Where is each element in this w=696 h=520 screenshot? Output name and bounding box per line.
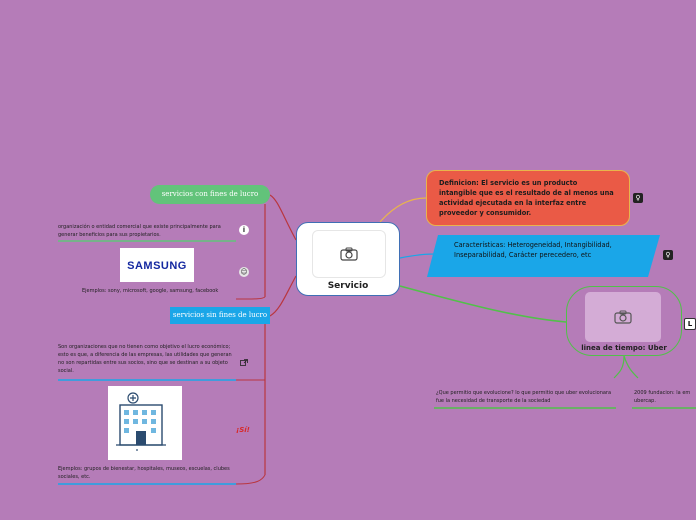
globe-icon[interactable]: ☺ [239, 267, 249, 277]
lucro-definition: organización o entidad comercial que exi… [58, 224, 221, 238]
central-label: Servicio [327, 281, 369, 291]
idea-icon[interactable]: ♀ [633, 193, 643, 203]
fundacion-line-1: 2009 fundacion: la em [634, 390, 691, 396]
lucro-examples: Ejemplos: sony, microsoft, google, samsu… [82, 288, 219, 294]
topic-servicios-con-lucro[interactable]: servicios con fines de lucro [150, 185, 270, 204]
linea-image-placeholder [585, 292, 661, 342]
info-icon[interactable]: i [239, 225, 249, 235]
topic-caracteristicas-shape[interactable] [426, 234, 662, 278]
sin-lucro-definition: Son organizaciones que no tienen como ob… [58, 344, 232, 374]
central-image-placeholder [312, 230, 386, 278]
camera-icon [614, 310, 632, 324]
fundacion-line-2: ubercap. [634, 398, 656, 404]
topic-linea-de-tiempo[interactable]: linea de tiempo: Uber [566, 286, 682, 356]
linea-sub-evolucion: ¿Que permitio que evolucione? lo que per… [436, 390, 612, 404]
linea-label: linea de tiempo: Uber [581, 344, 667, 352]
idea-icon[interactable]: ♀ [663, 250, 673, 260]
camera-icon [340, 247, 358, 261]
linea-sub-fundacion: 2009 fundacion: la em ubercap. [634, 389, 696, 405]
hospital-image [108, 386, 182, 460]
exclaim-text: ¡Sí! [236, 426, 250, 434]
central-node-servicio[interactable]: Servicio [296, 222, 400, 296]
timeline-icon[interactable]: L [684, 318, 696, 330]
topic-servicios-sin-lucro[interactable]: servicios sin fines de lucro [170, 307, 270, 324]
topic-caracteristicas: Características: Heterogeneidad, Intangi… [454, 241, 612, 259]
topic-definicion[interactable]: Definicion: El servicio es un producto i… [426, 170, 630, 226]
svg-text:SAMSUNG: SAMSUNG [127, 260, 187, 272]
samsung-logo: SAMSUNG [120, 248, 194, 282]
sin-lucro-examples: Ejemplos: grupos de bienestar, hospitale… [58, 466, 230, 480]
external-link-icon[interactable] [240, 352, 248, 366]
